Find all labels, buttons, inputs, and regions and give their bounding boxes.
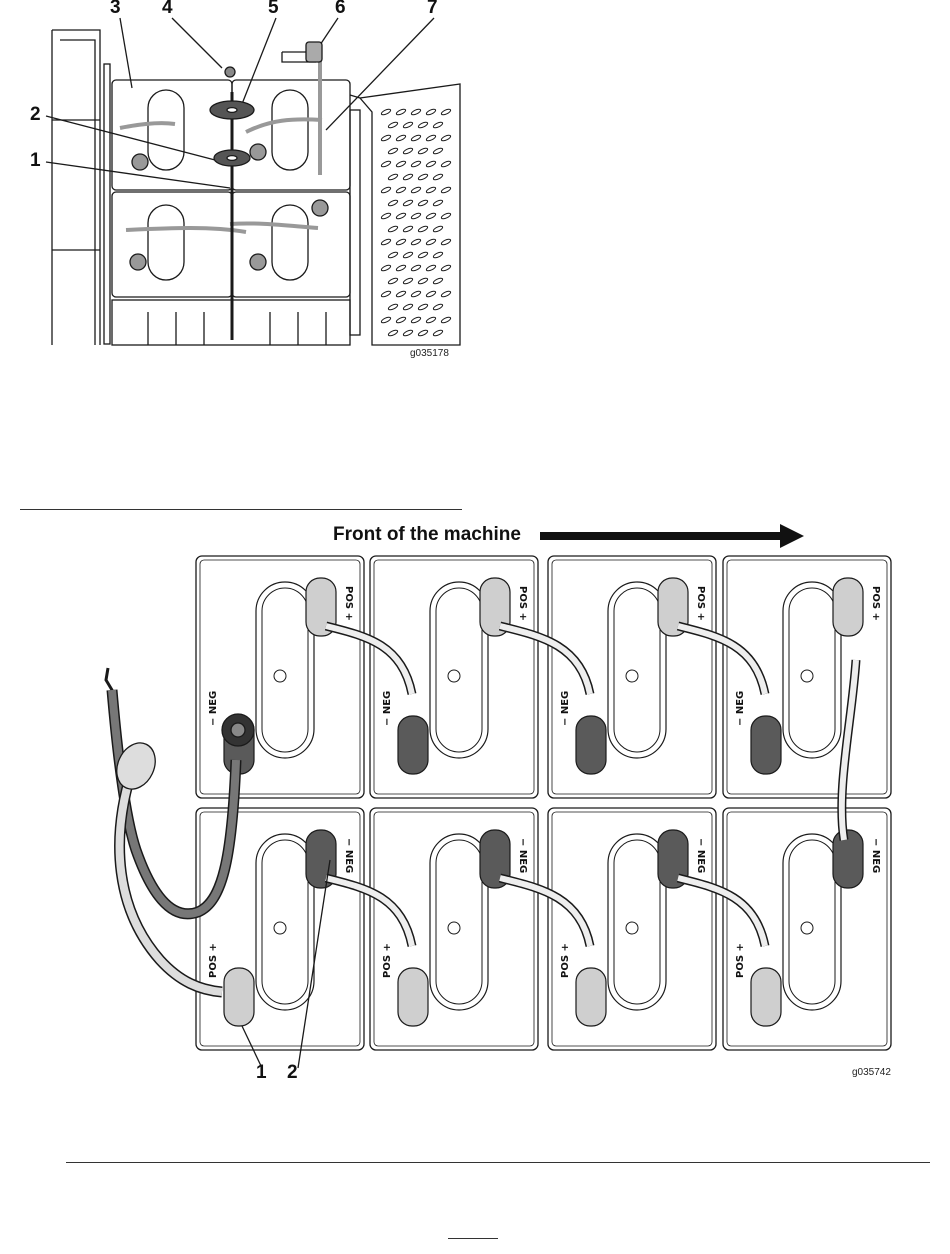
footer-rule [66, 1162, 930, 1163]
neg-label: − NEG [382, 691, 393, 726]
neg-label: − NEG [208, 691, 219, 726]
pos-label: POS + [517, 586, 528, 621]
negative-terminal-boot [751, 716, 781, 774]
pos-label: POS + [735, 943, 746, 978]
pos-label: POS + [870, 586, 881, 621]
battery-wiring-diagram: POS + − NEG POS + − NEG POS + − NEG POS + − NEG… [0, 0, 950, 1100]
callout-bottom-1: 1 [256, 1062, 267, 1084]
positive-terminal-boot [224, 968, 254, 1026]
battery [548, 808, 716, 1050]
pos-label: POS + [208, 943, 219, 978]
arrow-right-icon [540, 524, 804, 548]
battery [370, 556, 538, 798]
neg-label: − NEG [870, 838, 881, 873]
graphic-code-bottom: g035742 [852, 1067, 891, 1078]
positive-terminal-boot [833, 578, 863, 636]
battery [196, 808, 364, 1050]
battery [548, 556, 716, 798]
pos-label: POS + [560, 943, 571, 978]
page-number-mark [448, 1238, 498, 1239]
neg-label: − NEG [735, 691, 746, 726]
pos-label: POS + [382, 943, 393, 978]
pos-label: POS + [343, 586, 354, 621]
negative-terminal-boot [576, 716, 606, 774]
neg-label: − NEG [517, 838, 528, 873]
positive-terminal-boot [576, 968, 606, 1026]
positive-terminal-boot [751, 968, 781, 1026]
negative-terminal-boot [398, 716, 428, 774]
neg-label: − NEG [560, 691, 571, 726]
battery [196, 556, 364, 798]
battery [370, 808, 538, 1050]
callout-bottom-2: 2 [287, 1062, 298, 1084]
neg-label: − NEG [695, 838, 706, 873]
positive-terminal-boot [398, 968, 428, 1026]
pos-label: POS + [695, 586, 706, 621]
neg-label: − NEG [343, 838, 354, 873]
battery [723, 808, 891, 1050]
battery [723, 556, 891, 798]
